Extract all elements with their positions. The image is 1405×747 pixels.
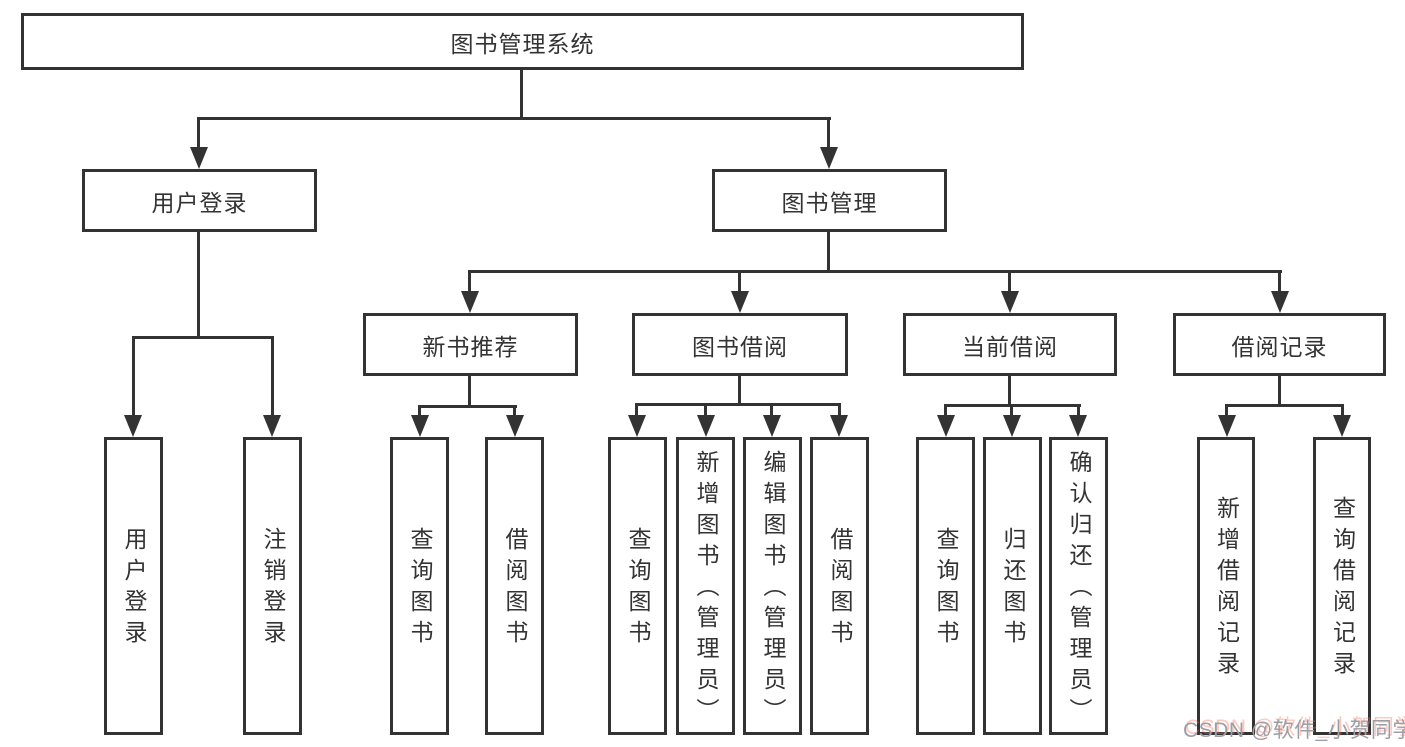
arrow-down-icon	[461, 291, 479, 313]
connector-line	[770, 403, 773, 420]
arrow-down-icon	[411, 415, 429, 437]
node-book-management: 图书管理	[712, 169, 947, 232]
connector-line	[944, 404, 947, 420]
arrow-down-icon	[1218, 415, 1236, 437]
arrow-down-icon	[628, 415, 646, 437]
connector-line	[1008, 270, 1011, 296]
connector-line	[197, 117, 831, 120]
arrow-down-icon	[190, 147, 208, 169]
node-current-borrow: 当前借阅	[903, 313, 1117, 376]
leaf-query-books-3: 查询图书	[916, 437, 975, 735]
connector-line	[704, 403, 707, 420]
connector-line	[1278, 270, 1281, 296]
leaf-add-borrow-record: 新增借阅记录	[1197, 437, 1255, 735]
connector-line	[635, 403, 841, 406]
arrow-down-icon	[1069, 415, 1087, 437]
connector-line	[827, 232, 830, 272]
leaf-add-book-admin: 新增图书（管理员）	[676, 437, 735, 735]
connector-line	[418, 405, 517, 408]
arrow-down-icon	[1003, 415, 1021, 437]
leaf-logout: 注销登录	[243, 437, 302, 735]
connector-line	[468, 376, 471, 408]
connector-line	[132, 336, 274, 339]
connector-line	[635, 403, 638, 420]
arrow-down-icon	[820, 147, 838, 169]
arrow-down-icon	[1333, 415, 1351, 437]
arrow-down-icon	[1271, 291, 1289, 313]
connector-line	[1341, 404, 1344, 420]
csdn-watermark: CSDN @软件_小贺同学	[1183, 719, 1405, 742]
arrow-down-icon	[263, 415, 281, 437]
connector-line	[1225, 404, 1344, 407]
connector-line	[827, 117, 830, 151]
connector-line	[1077, 404, 1080, 420]
leaf-query-borrow-record: 查询借阅记录	[1313, 437, 1371, 735]
leaf-borrow-books-1: 借阅图书	[485, 437, 544, 735]
connector-line	[418, 405, 421, 420]
connector-line	[513, 405, 516, 420]
connector-line	[1225, 404, 1228, 420]
connector-line	[1010, 404, 1013, 420]
arrow-down-icon	[763, 415, 781, 437]
arrow-down-icon	[124, 415, 142, 437]
connector-line	[738, 270, 741, 296]
leaf-query-books-2: 查询图书	[608, 437, 667, 735]
leaf-edit-book-admin: 编辑图书（管理员）	[743, 437, 802, 735]
connector-line	[197, 117, 200, 151]
connector-line	[1008, 376, 1011, 407]
leaf-query-books-1: 查询图书	[390, 437, 449, 735]
node-borrow-records: 借阅记录	[1173, 313, 1386, 376]
node-book-borrow: 图书借阅	[632, 313, 848, 376]
connector-line	[468, 270, 1282, 273]
node-user-login: 用户登录	[82, 169, 317, 232]
connector-line	[132, 336, 135, 420]
connector-line	[1278, 376, 1281, 407]
connector-line	[520, 70, 523, 120]
arrow-down-icon	[697, 415, 715, 437]
arrow-down-icon	[830, 415, 848, 437]
arrow-down-icon	[731, 291, 749, 313]
node-new-book-recommend: 新书推荐	[363, 313, 578, 376]
node-root-system: 图书管理系统	[21, 13, 1024, 70]
arrow-down-icon	[1001, 291, 1019, 313]
leaf-return-book: 归还图书	[983, 437, 1042, 735]
arrow-down-icon	[506, 415, 524, 437]
leaf-confirm-return-admin: 确认归还（管理员）	[1049, 437, 1108, 735]
connector-line	[197, 232, 200, 336]
leaf-borrow-books-2: 借阅图书	[810, 437, 869, 735]
connector-line	[738, 376, 741, 406]
connector-line	[468, 270, 471, 296]
leaf-user-login: 用户登录	[104, 437, 163, 735]
arrow-down-icon	[937, 415, 955, 437]
connector-line	[271, 336, 274, 420]
connector-line	[838, 403, 841, 420]
